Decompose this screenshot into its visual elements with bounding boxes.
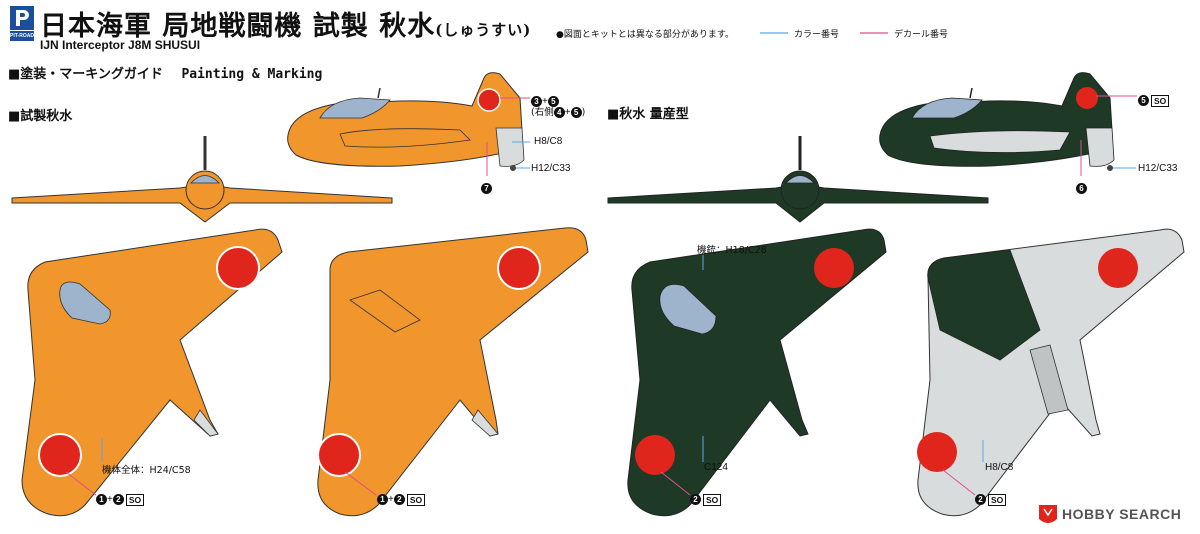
m-gun-color-label: 機銃：H18/C28: [697, 245, 767, 256]
p-body-color-label: 機体全体：H24/C58: [102, 465, 191, 476]
p-decal7-callout: 7: [481, 178, 492, 197]
decal-legend-label: デカール番号: [894, 30, 949, 40]
prototype-top-view: [21, 228, 283, 517]
production-bottom-view: [917, 228, 1185, 517]
m-h8-label: H8/C8: [985, 462, 1014, 473]
production-top-view: [627, 228, 887, 517]
guide-title-jp: ■塗装・マーキングガイド: [8, 67, 163, 82]
prototype-side-view: [287, 72, 530, 176]
production-front-view: [607, 136, 989, 223]
logo-text: PIT-ROAD: [10, 33, 34, 39]
pit-road-logo-icon: [10, 6, 34, 41]
prototype-front-view: [11, 136, 393, 223]
p-h8-label: H8/C8: [534, 136, 563, 147]
title-main: 日本海軍 局地戦闘機 試製 秋水: [40, 11, 436, 42]
m-decal6-callout: 6: [1076, 178, 1087, 197]
prototype-bottom-view: [317, 227, 589, 517]
subtitle: IJN Interceptor J8M SHUSUI: [40, 38, 201, 52]
p-tail-decal-callout: 3+5: [531, 91, 559, 110]
hobby-search-watermark: HOBBY SEARCH: [1062, 506, 1182, 522]
section-prototype: ■試製秋水: [8, 109, 73, 124]
title-reading: (しゅうすい): [435, 21, 532, 39]
difference-note: ●図面とキットとは異なる部分があります。: [556, 30, 734, 40]
color-legend-label: カラー番号: [794, 30, 840, 40]
p-h12-label: H12/C33: [531, 163, 571, 174]
production-side-view: [879, 72, 1137, 176]
section-production: ■秋水 量産型: [607, 107, 689, 122]
guide-title: ■塗装・マーキングガイド Painting & Marking: [8, 63, 322, 82]
m-c124-label: C124: [704, 462, 728, 473]
page-title: 日本海軍 局地戦闘機 試製 秋水(しゅうすい): [40, 4, 531, 43]
hobby-search-logo-icon: [1039, 505, 1057, 523]
guide-title-en: Painting & Marking: [181, 67, 323, 82]
m-h12-label: H12/C33: [1138, 163, 1178, 174]
